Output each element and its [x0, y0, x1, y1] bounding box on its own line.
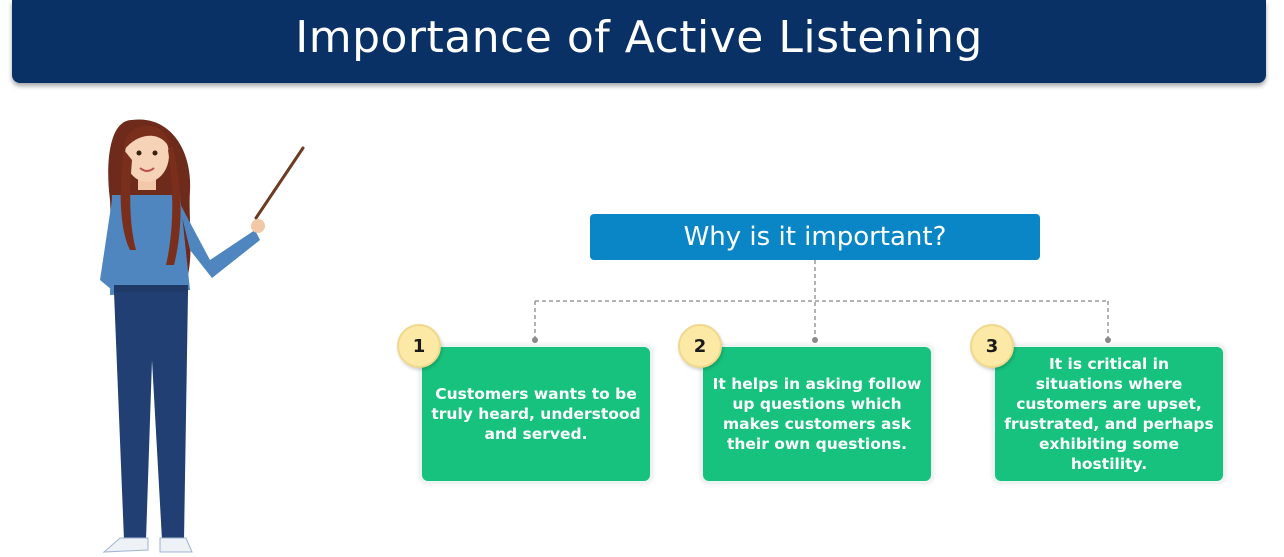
- number-badge-1: 1: [397, 324, 441, 368]
- reason-card-3: It is critical in situations where custo…: [970, 324, 1226, 484]
- reason-card-2-text: It helps in asking follow up questions w…: [703, 347, 931, 481]
- reason-card-2: It helps in asking follow up questions w…: [678, 324, 934, 484]
- number-badge-2: 2: [678, 324, 722, 368]
- reason-card-1-text: Customers wants to be truly heard, under…: [422, 347, 650, 481]
- title-bar: Importance of Active Listening: [12, 0, 1266, 83]
- number-badge-3: 3: [970, 324, 1014, 368]
- woman-with-pointer-illustration: [100, 119, 305, 553]
- reason-card-3-text: It is critical in situations where custo…: [995, 347, 1223, 481]
- page-title: Importance of Active Listening: [295, 12, 983, 63]
- reason-card-1: Customers wants to be truly heard, under…: [397, 324, 653, 484]
- why-important-heading: Why is it important?: [590, 214, 1040, 260]
